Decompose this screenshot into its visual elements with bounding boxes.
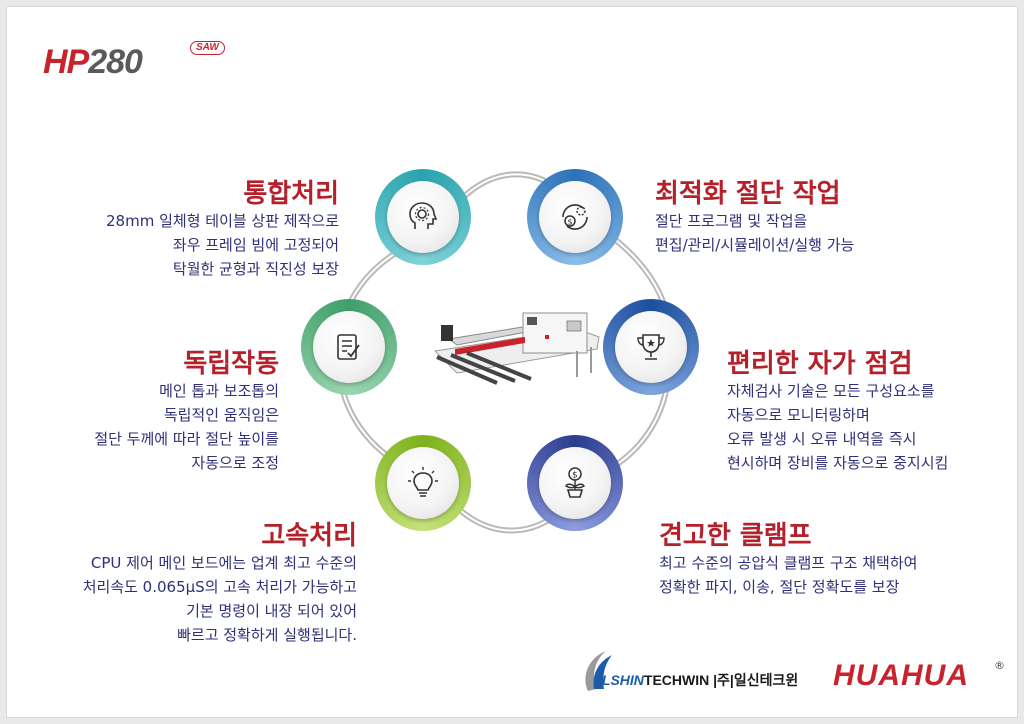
- product-logo: HP280: [43, 43, 143, 82]
- head-gear-icon: [409, 202, 438, 229]
- saw-badge: SAW: [190, 41, 225, 55]
- desc-line: 절단 프로그램 및 작업을: [655, 212, 808, 230]
- desc-line: 현시하며 장비를 자동으로 중지시킴: [727, 454, 949, 472]
- trophy-icon: [637, 334, 665, 360]
- feature-title-integrated: 통합처리: [243, 179, 339, 209]
- desc-line: 자동으로 모니터링하며: [727, 406, 870, 424]
- desc-line: CPU 제어 메인 보드에는 업계 최고 수준의: [90, 554, 357, 572]
- feature-title-optimized: 최적화 절단 작업: [655, 179, 841, 209]
- desc-line: 기본 명령이 내장 되어 있어: [186, 602, 357, 620]
- feature-title-independent: 독립작동: [183, 349, 279, 379]
- brochure-page: HP280 SAW $ $ 통합처리 28mm 일체형 테이블 상판 제작: [6, 6, 1018, 718]
- techwin-word: TECHWIN: [643, 672, 710, 688]
- feature-circle-highspeed: [375, 435, 471, 531]
- ilshin-swoosh-logo: [585, 651, 612, 691]
- feature-desc-integrated: 28mm 일체형 테이블 상판 제작으로 좌우 프레임 빔에 고정되어 탁월한 …: [37, 209, 339, 281]
- money-plant-icon: $: [565, 467, 585, 498]
- desc-line: 편집/관리/시뮬레이션/실행 가능: [655, 236, 855, 254]
- product-name-number: 280: [88, 43, 143, 81]
- lightbulb-icon: [408, 467, 438, 497]
- feature-desc-optimized: 절단 프로그램 및 작업을 편집/관리/시뮬레이션/실행 가능: [655, 209, 854, 257]
- huahua-logo: HUAHUA: [833, 659, 969, 692]
- desc-line: 좌우 프레임 빔에 고정되어: [172, 236, 339, 254]
- desc-line: 오류 발생 시 오류 내역을 즉시: [727, 430, 917, 448]
- feature-desc-highspeed: CPU 제어 메인 보드에는 업계 최고 수준의 처리속도 0.065μS의 고…: [15, 551, 357, 647]
- feature-circle-clamp: $: [527, 435, 623, 531]
- desc-line: 28mm 일체형 테이블 상판 제작으로: [106, 212, 339, 230]
- desc-line: 절단 두께에 따라 절단 높이를: [94, 430, 279, 448]
- ilshin-word: ILSHIN: [598, 672, 644, 688]
- desc-line: 자체검사 기술은 모든 구성요소를: [727, 382, 935, 400]
- feature-title-clamp: 견고한 클램프: [659, 521, 812, 551]
- ilshin-korean-name: |주|일신테크윈: [713, 672, 799, 688]
- ilshin-techwin-logo: ILSHINTECHWIN |주|일신테크윈: [598, 670, 798, 690]
- feature-title-highspeed: 고속처리: [261, 521, 357, 551]
- money-cycle-icon: $: [562, 204, 588, 230]
- feature-desc-independent: 메인 톱과 보조톱의 독립적인 움직임은 절단 두께에 따라 절단 높이를 자동…: [27, 379, 279, 475]
- desc-line: 처리속도 0.065μS의 고속 처리가 가능하고: [82, 578, 357, 596]
- registered-mark: ®: [994, 659, 1005, 672]
- checklist-icon: [337, 334, 360, 360]
- panel-saw-machine-image: [433, 312, 600, 385]
- feature-circle-optimized: $: [527, 169, 623, 265]
- desc-line: 빠르고 정확하게 실행됩니다.: [177, 626, 357, 644]
- desc-line: 정확한 파지, 이송, 절단 정확도를 보장: [659, 578, 900, 596]
- feature-desc-selfcheck: 자체검사 기술은 모든 구성요소를 자동으로 모니터링하며 오류 발생 시 오류…: [727, 379, 948, 475]
- desc-line: 자동으로 조정: [191, 454, 279, 472]
- feature-circle-independent: [301, 299, 397, 395]
- desc-line: 탁월한 균형과 직진성 보장: [172, 260, 339, 278]
- desc-line: 독립적인 움직임은: [163, 406, 279, 424]
- feature-title-selfcheck: 편리한 자가 점검: [727, 349, 913, 379]
- product-name-prefix: HP: [43, 43, 89, 81]
- svg-text:$: $: [572, 471, 578, 481]
- feature-circle-integrated: [375, 169, 471, 265]
- desc-line: 최고 수준의 공압식 클램프 구조 채택하여: [659, 554, 918, 572]
- svg-text:$: $: [568, 218, 573, 227]
- desc-line: 메인 톱과 보조톱의: [159, 382, 279, 400]
- feature-desc-clamp: 최고 수준의 공압식 클램프 구조 채택하여 정확한 파지, 이송, 절단 정확…: [659, 551, 917, 599]
- feature-circle-selfcheck: [603, 299, 699, 395]
